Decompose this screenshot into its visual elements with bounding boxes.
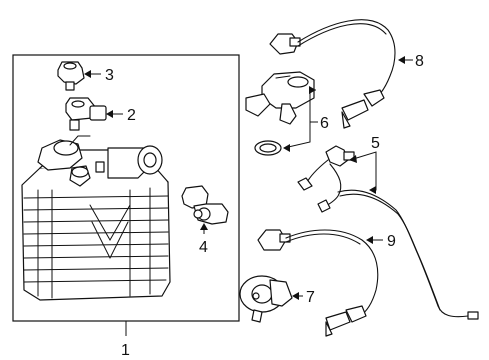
vent-sensor-small	[57, 61, 85, 91]
leader-3	[84, 70, 101, 78]
callout-4: 4	[199, 239, 208, 256]
leader-8	[398, 56, 413, 64]
callout-2: 2	[127, 107, 136, 124]
leader-7	[292, 292, 303, 300]
callout-7: 7	[306, 289, 315, 306]
leader-9	[366, 236, 383, 244]
callout-8: 8	[415, 53, 424, 70]
callout-1: 1	[121, 342, 130, 359]
leader-4	[200, 223, 208, 234]
pressure-sensor	[65, 97, 107, 131]
vent-solenoid	[239, 275, 293, 323]
o-ring	[254, 140, 282, 156]
wiring-harness	[297, 145, 479, 320]
oxygen-sensor-upper	[269, 19, 396, 129]
callout-3: 3	[105, 67, 114, 84]
map-sensor	[245, 71, 315, 125]
leader-2	[106, 110, 123, 118]
callout-5: 5	[371, 135, 380, 152]
purge-valve	[181, 185, 229, 225]
leader-6	[283, 86, 318, 152]
oxygen-sensor-lower	[257, 229, 379, 337]
evap-canister	[21, 135, 171, 301]
callout-9: 9	[387, 233, 396, 250]
callout-6: 6	[320, 115, 329, 132]
leader-5	[349, 151, 377, 194]
